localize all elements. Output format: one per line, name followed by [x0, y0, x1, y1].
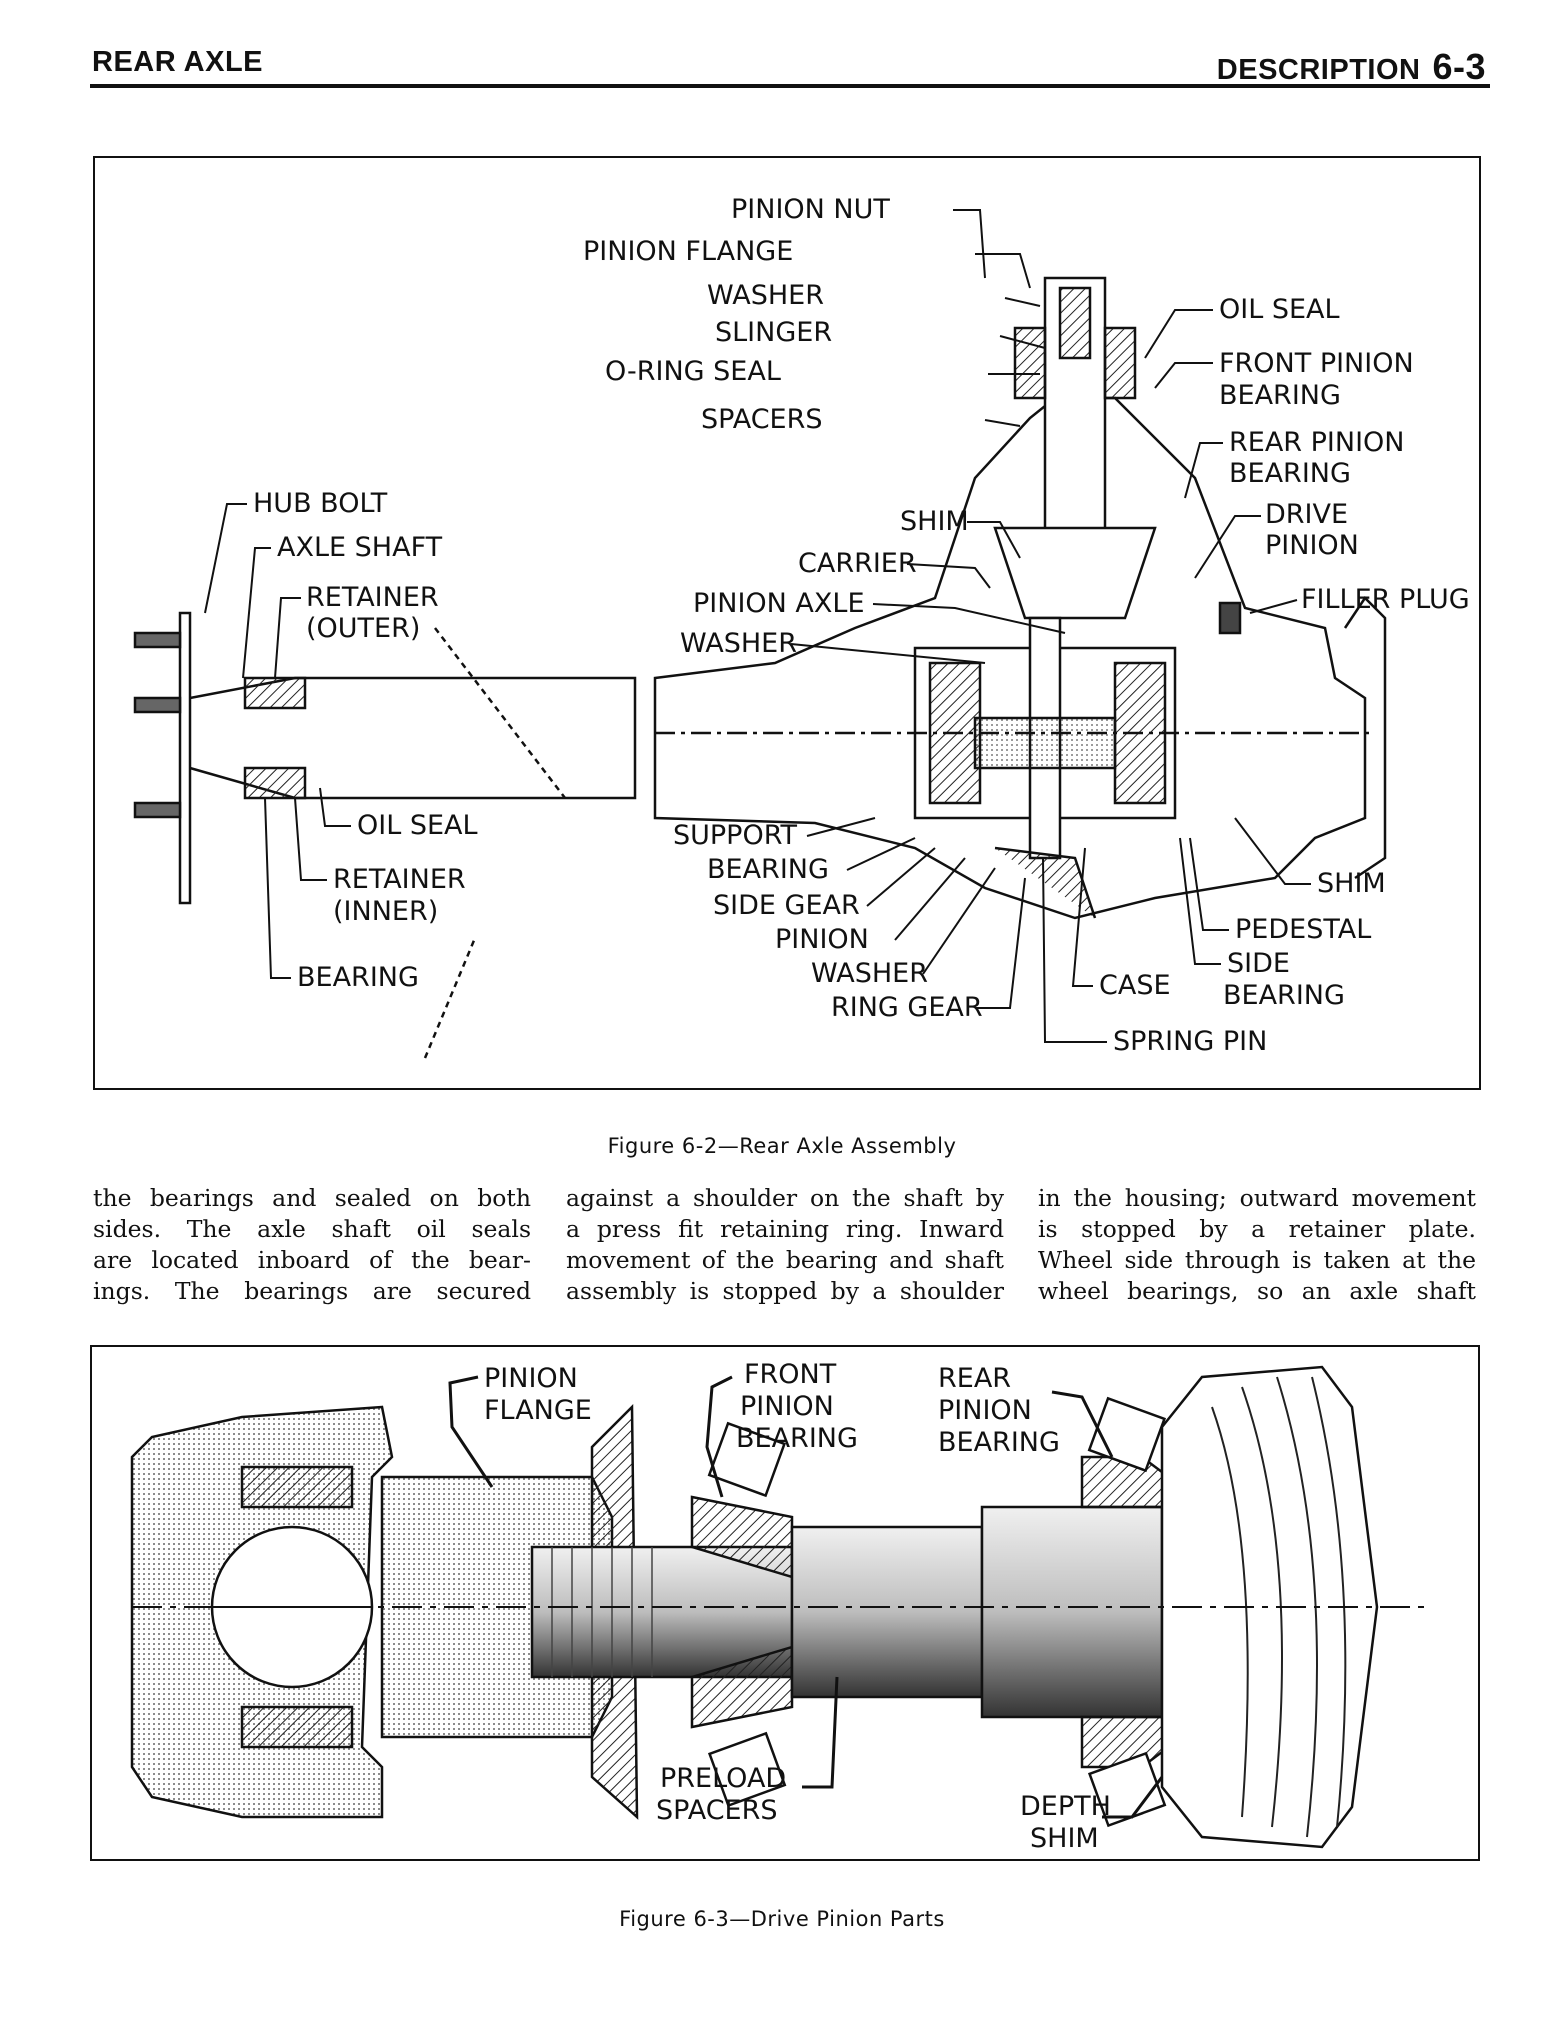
label-oil-seal-top: OIL SEAL — [1219, 294, 1340, 325]
col1-line-1: the bearings and sealed on both — [93, 1184, 531, 1212]
label-rear-pinion-bearing-2: PINION — [938, 1395, 1032, 1426]
label-hub-bolt: HUB BOLT — [253, 488, 388, 519]
label-preload-spacers-2: SPACERS — [656, 1795, 778, 1826]
label-retainer-inner-2: (INNER) — [333, 896, 438, 927]
col3-line-1: in the housing; outward movement — [1038, 1184, 1476, 1212]
label-preload-spacers-1: PRELOAD — [660, 1763, 786, 1794]
label-o-ring-seal: O-RING SEAL — [605, 356, 781, 387]
pinion-drawing — [130, 1365, 1432, 1849]
label-pinion-flange-2: FLANGE — [484, 1395, 592, 1426]
label-case: CASE — [1099, 970, 1171, 1001]
label-front-pinion-bearing-3: BEARING — [736, 1423, 858, 1454]
body-column-2: against a shoulder on the shaft by a pre… — [566, 1183, 1004, 1307]
col2-line-2: a press fit retaining ring. Inward — [566, 1215, 1004, 1243]
label-pinion-axle: PINION AXLE — [693, 588, 865, 619]
label-spacers: SPACERS — [701, 404, 823, 435]
col1-line-4: ings. The bearings are secured — [93, 1277, 531, 1305]
label-pedestal: PEDESTAL — [1235, 914, 1371, 945]
label-side-gear: SIDE GEAR — [713, 890, 860, 921]
label-front-pinion-bearing-2: PINION — [740, 1391, 834, 1422]
col2-line-1: against a shoulder on the shaft by — [566, 1184, 1004, 1212]
label-spring-pin: SPRING PIN — [1113, 1026, 1267, 1057]
label-rear-pinion-bearing-1: REAR PINION — [1229, 427, 1405, 458]
figure-6-3-leaders — [448, 1375, 1164, 1819]
drive-pinion-diagram: PINION FLANGE FRONT PINION BEARING REAR … — [130, 1359, 1432, 1854]
label-shim-top: SHIM — [900, 506, 969, 537]
figure-6-2-caption: Figure 6-2—Rear Axle Assembly — [607, 1134, 957, 1158]
label-side-bearing-1: SIDE — [1227, 948, 1290, 979]
label-pinion-flange-1: PINION — [484, 1363, 578, 1394]
label-filler-plug: FILLER PLUG — [1301, 584, 1470, 615]
rear-axle-diagram: PINION NUT PINION FLANGE WASHER SLINGER … — [133, 194, 1470, 1059]
col2-line-3: movement of the bearing and shaft — [566, 1246, 1004, 1274]
topic-header: DESCRIPTION — [1216, 54, 1421, 86]
label-pinion-flange: PINION FLANGE — [583, 236, 793, 267]
label-axle-shaft: AXLE SHAFT — [277, 532, 443, 563]
col2-line-4: assembly is stopped by a shoulder — [566, 1277, 1004, 1305]
label-washer-mid: WASHER — [680, 628, 797, 659]
figure-6-2-labels: PINION NUT PINION FLANGE WASHER SLINGER … — [253, 194, 1470, 1057]
figure-6-2-leaders — [204, 209, 1311, 1043]
label-slinger: SLINGER — [715, 317, 832, 348]
label-shim-right: SHIM — [1317, 868, 1386, 899]
header-rule — [90, 84, 1490, 88]
label-ring-gear: RING GEAR — [831, 992, 983, 1023]
figure-6-3-caption: Figure 6-3—Drive Pinion Parts — [619, 1907, 945, 1931]
label-side-bearing-2: BEARING — [1223, 980, 1345, 1011]
figure-6-3-labels: PINION FLANGE FRONT PINION BEARING REAR … — [484, 1359, 1111, 1854]
col3-line-3: Wheel side through is taken at the — [1038, 1246, 1476, 1274]
label-pinion-nut: PINION NUT — [731, 194, 890, 225]
label-bearing-mid: BEARING — [707, 854, 829, 885]
label-drive-pinion-1: DRIVE — [1265, 499, 1348, 530]
label-rear-pinion-bearing-3: BEARING — [938, 1427, 1060, 1458]
figure-rear-axle-assembly: PINION NUT PINION FLANGE WASHER SLINGER … — [93, 156, 1481, 1090]
label-pinion: PINION — [775, 924, 869, 955]
label-retainer-outer-2: (OUTER) — [306, 613, 420, 644]
label-drive-pinion-2: PINION — [1265, 530, 1359, 561]
label-depth-shim-2: SHIM — [1030, 1823, 1099, 1854]
label-front-pinion-bearing-1: FRONT — [744, 1359, 837, 1390]
col3-line-4: wheel bearings, so an axle shaft — [1038, 1277, 1476, 1305]
label-rear-pinion-bearing-1: REAR — [938, 1363, 1011, 1394]
axle-drawing — [133, 276, 1387, 1059]
col1-line-2: sides. The axle shaft oil seals — [93, 1215, 531, 1243]
label-carrier: CARRIER — [798, 548, 917, 579]
label-front-pinion-bearing-1: FRONT PINION — [1219, 348, 1414, 379]
body-column-1: the bearings and sealed on both sides. T… — [93, 1183, 531, 1307]
label-oil-seal-left: OIL SEAL — [357, 810, 478, 841]
page-number: 6-3 — [1432, 46, 1486, 87]
page-header-right: DESCRIPTION 6-3 — [1217, 46, 1486, 88]
label-rear-pinion-bearing-2: BEARING — [1229, 458, 1351, 489]
label-washer-top: WASHER — [707, 280, 824, 311]
label-retainer-outer-1: RETAINER — [306, 582, 439, 613]
col3-line-2: is stopped by a retainer plate. — [1038, 1215, 1476, 1243]
label-support: SUPPORT — [673, 820, 798, 851]
label-washer-low: WASHER — [811, 958, 928, 989]
body-column-3: in the housing; outward movement is stop… — [1038, 1183, 1476, 1307]
col1-line-3: are located inboard of the bear- — [93, 1246, 531, 1274]
figure-drive-pinion-parts: PINION FLANGE FRONT PINION BEARING REAR … — [90, 1345, 1480, 1861]
label-front-pinion-bearing-2: BEARING — [1219, 380, 1341, 411]
label-bearing-left: BEARING — [297, 962, 419, 993]
section-header: REAR AXLE — [92, 46, 263, 78]
label-depth-shim-1: DEPTH — [1020, 1791, 1111, 1822]
label-retainer-inner-1: RETAINER — [333, 864, 466, 895]
